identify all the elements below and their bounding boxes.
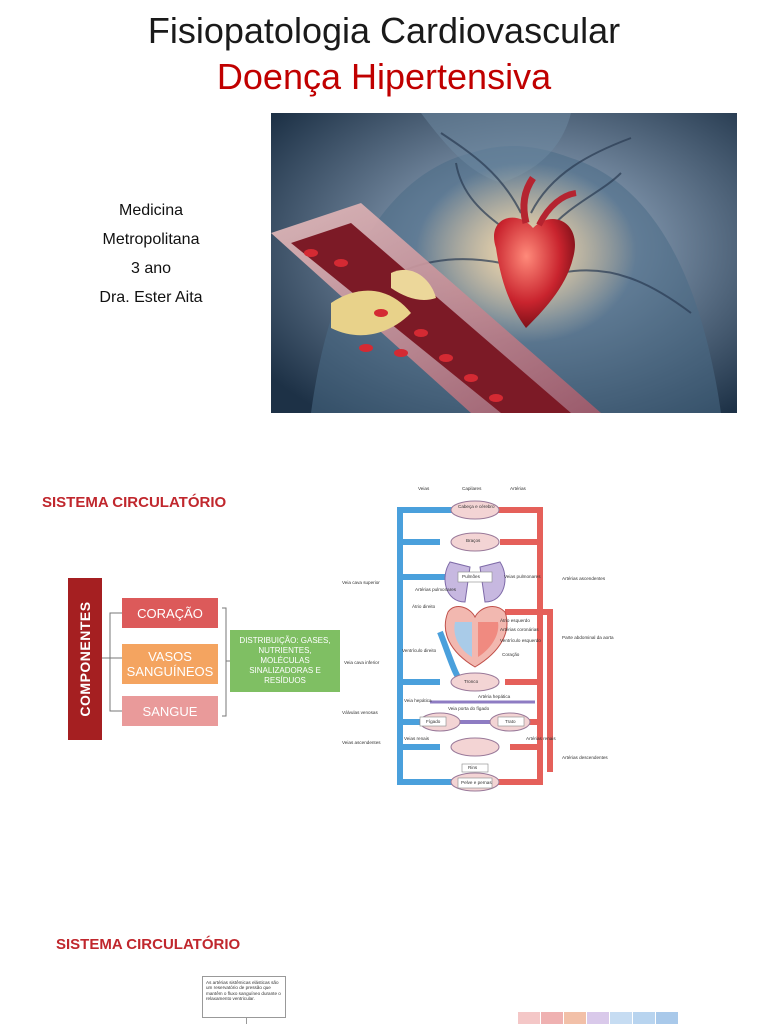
vasos-box: VASOS SANGUÍNEOS xyxy=(122,644,218,684)
diagram-label: Rins xyxy=(468,765,478,770)
diagram-label: Veia porta do fígado xyxy=(448,706,490,711)
diagram-label: Artérias xyxy=(510,486,526,491)
slide-2: SISTEMA CIRCULATÓRIO COMPONENTES CORAÇÃO… xyxy=(0,430,768,860)
vessel-segment xyxy=(656,1012,678,1024)
note-box: As artérias sistêmicas elásticas são um … xyxy=(202,976,286,1018)
diagram-label: Artérias descendentes xyxy=(562,755,608,760)
componentes-bar: COMPONENTES xyxy=(68,578,102,740)
distribuicao-box: DISTRIBUIÇÃO: GASES, NUTRIENTES, MOLÉCUL… xyxy=(230,630,340,692)
diagram-label: Átrio esquerdo xyxy=(500,618,530,623)
diagram-label: Cabeça e cérebro xyxy=(458,504,495,509)
diagram-label: Artérias coronárias xyxy=(500,627,539,632)
diagram-label: Veia cava superior xyxy=(342,580,380,585)
diagram-label: Pelve e pernas xyxy=(461,780,492,785)
vessel-segment xyxy=(564,1012,586,1024)
diagram-label: Capilares xyxy=(462,486,482,491)
vessel-segment xyxy=(541,1012,563,1024)
heart-artery-image xyxy=(271,113,737,413)
diagram-label: Veias pulmonares xyxy=(504,574,541,579)
diagram-label: Pulmões xyxy=(462,574,480,579)
diagram-label: Fígado xyxy=(426,719,441,724)
diagram-label: Válvulas venosas xyxy=(342,710,378,715)
diagram-label: Parte abdominal da aorta xyxy=(562,635,614,640)
note-connector xyxy=(246,1018,247,1024)
slide-subtitle: Doença Hipertensiva xyxy=(216,56,552,97)
diagram-label: Braços xyxy=(466,538,481,543)
slide-3: SISTEMA CIRCULATÓRIO As artérias sistêmi… xyxy=(0,860,768,1024)
diagram-label: Veias xyxy=(418,486,430,491)
info-line: Medicina xyxy=(118,202,184,219)
diagram-label: Trato xyxy=(505,719,516,724)
diagram-label: Veias renais xyxy=(404,736,430,741)
diagram-label: Veias ascendentes xyxy=(342,740,381,745)
diagram-label: Coração xyxy=(502,652,520,657)
info-line: Dra. Ester Aita xyxy=(99,289,203,306)
connector-lines xyxy=(102,607,230,717)
circulation-diagram: Veias Capilares Artérias Cabeça e cérebr… xyxy=(330,482,630,794)
diagram-label: Artérias renais xyxy=(526,736,556,741)
cardiovascular-illustration xyxy=(271,113,737,413)
section-title: SISTEMA CIRCULATÓRIO xyxy=(42,494,227,511)
vessel-segment xyxy=(610,1012,632,1024)
vessel-segment xyxy=(518,1012,540,1024)
section-title: SISTEMA CIRCULATÓRIO xyxy=(56,936,241,953)
slide-title: Fisiopatologia Cardiovascular xyxy=(147,10,621,51)
diagram-label: Ventrículo direito xyxy=(402,648,437,653)
vessel-segment xyxy=(633,1012,655,1024)
diagram-label: Ventrículo esquerdo xyxy=(500,638,541,643)
info-line: 3 ano xyxy=(130,260,172,277)
sangue-box: SANGUE xyxy=(122,696,218,726)
info-line: Metropolitana xyxy=(102,231,200,248)
diagram-label: Tronco xyxy=(464,679,479,684)
circulation-schematic xyxy=(397,500,553,792)
diagram-label: Artérias pulmonares xyxy=(415,587,457,592)
diagram-label: Veia cava inferior xyxy=(344,660,380,665)
diagram-label: Artérias ascendentes xyxy=(562,576,606,581)
coracao-box: CORAÇÃO xyxy=(122,598,218,628)
diagram-label: Artéria hepática xyxy=(478,694,511,699)
vessel-segment xyxy=(587,1012,609,1024)
diagram-label: Átrio direito xyxy=(412,604,436,609)
course-info: Medicina Metropolitana 3 ano Dra. Ester … xyxy=(60,196,242,312)
diagram-label: Veia hepática xyxy=(404,698,432,703)
slide-1: Fisiopatologia Cardiovascular Doença Hip… xyxy=(0,0,768,430)
